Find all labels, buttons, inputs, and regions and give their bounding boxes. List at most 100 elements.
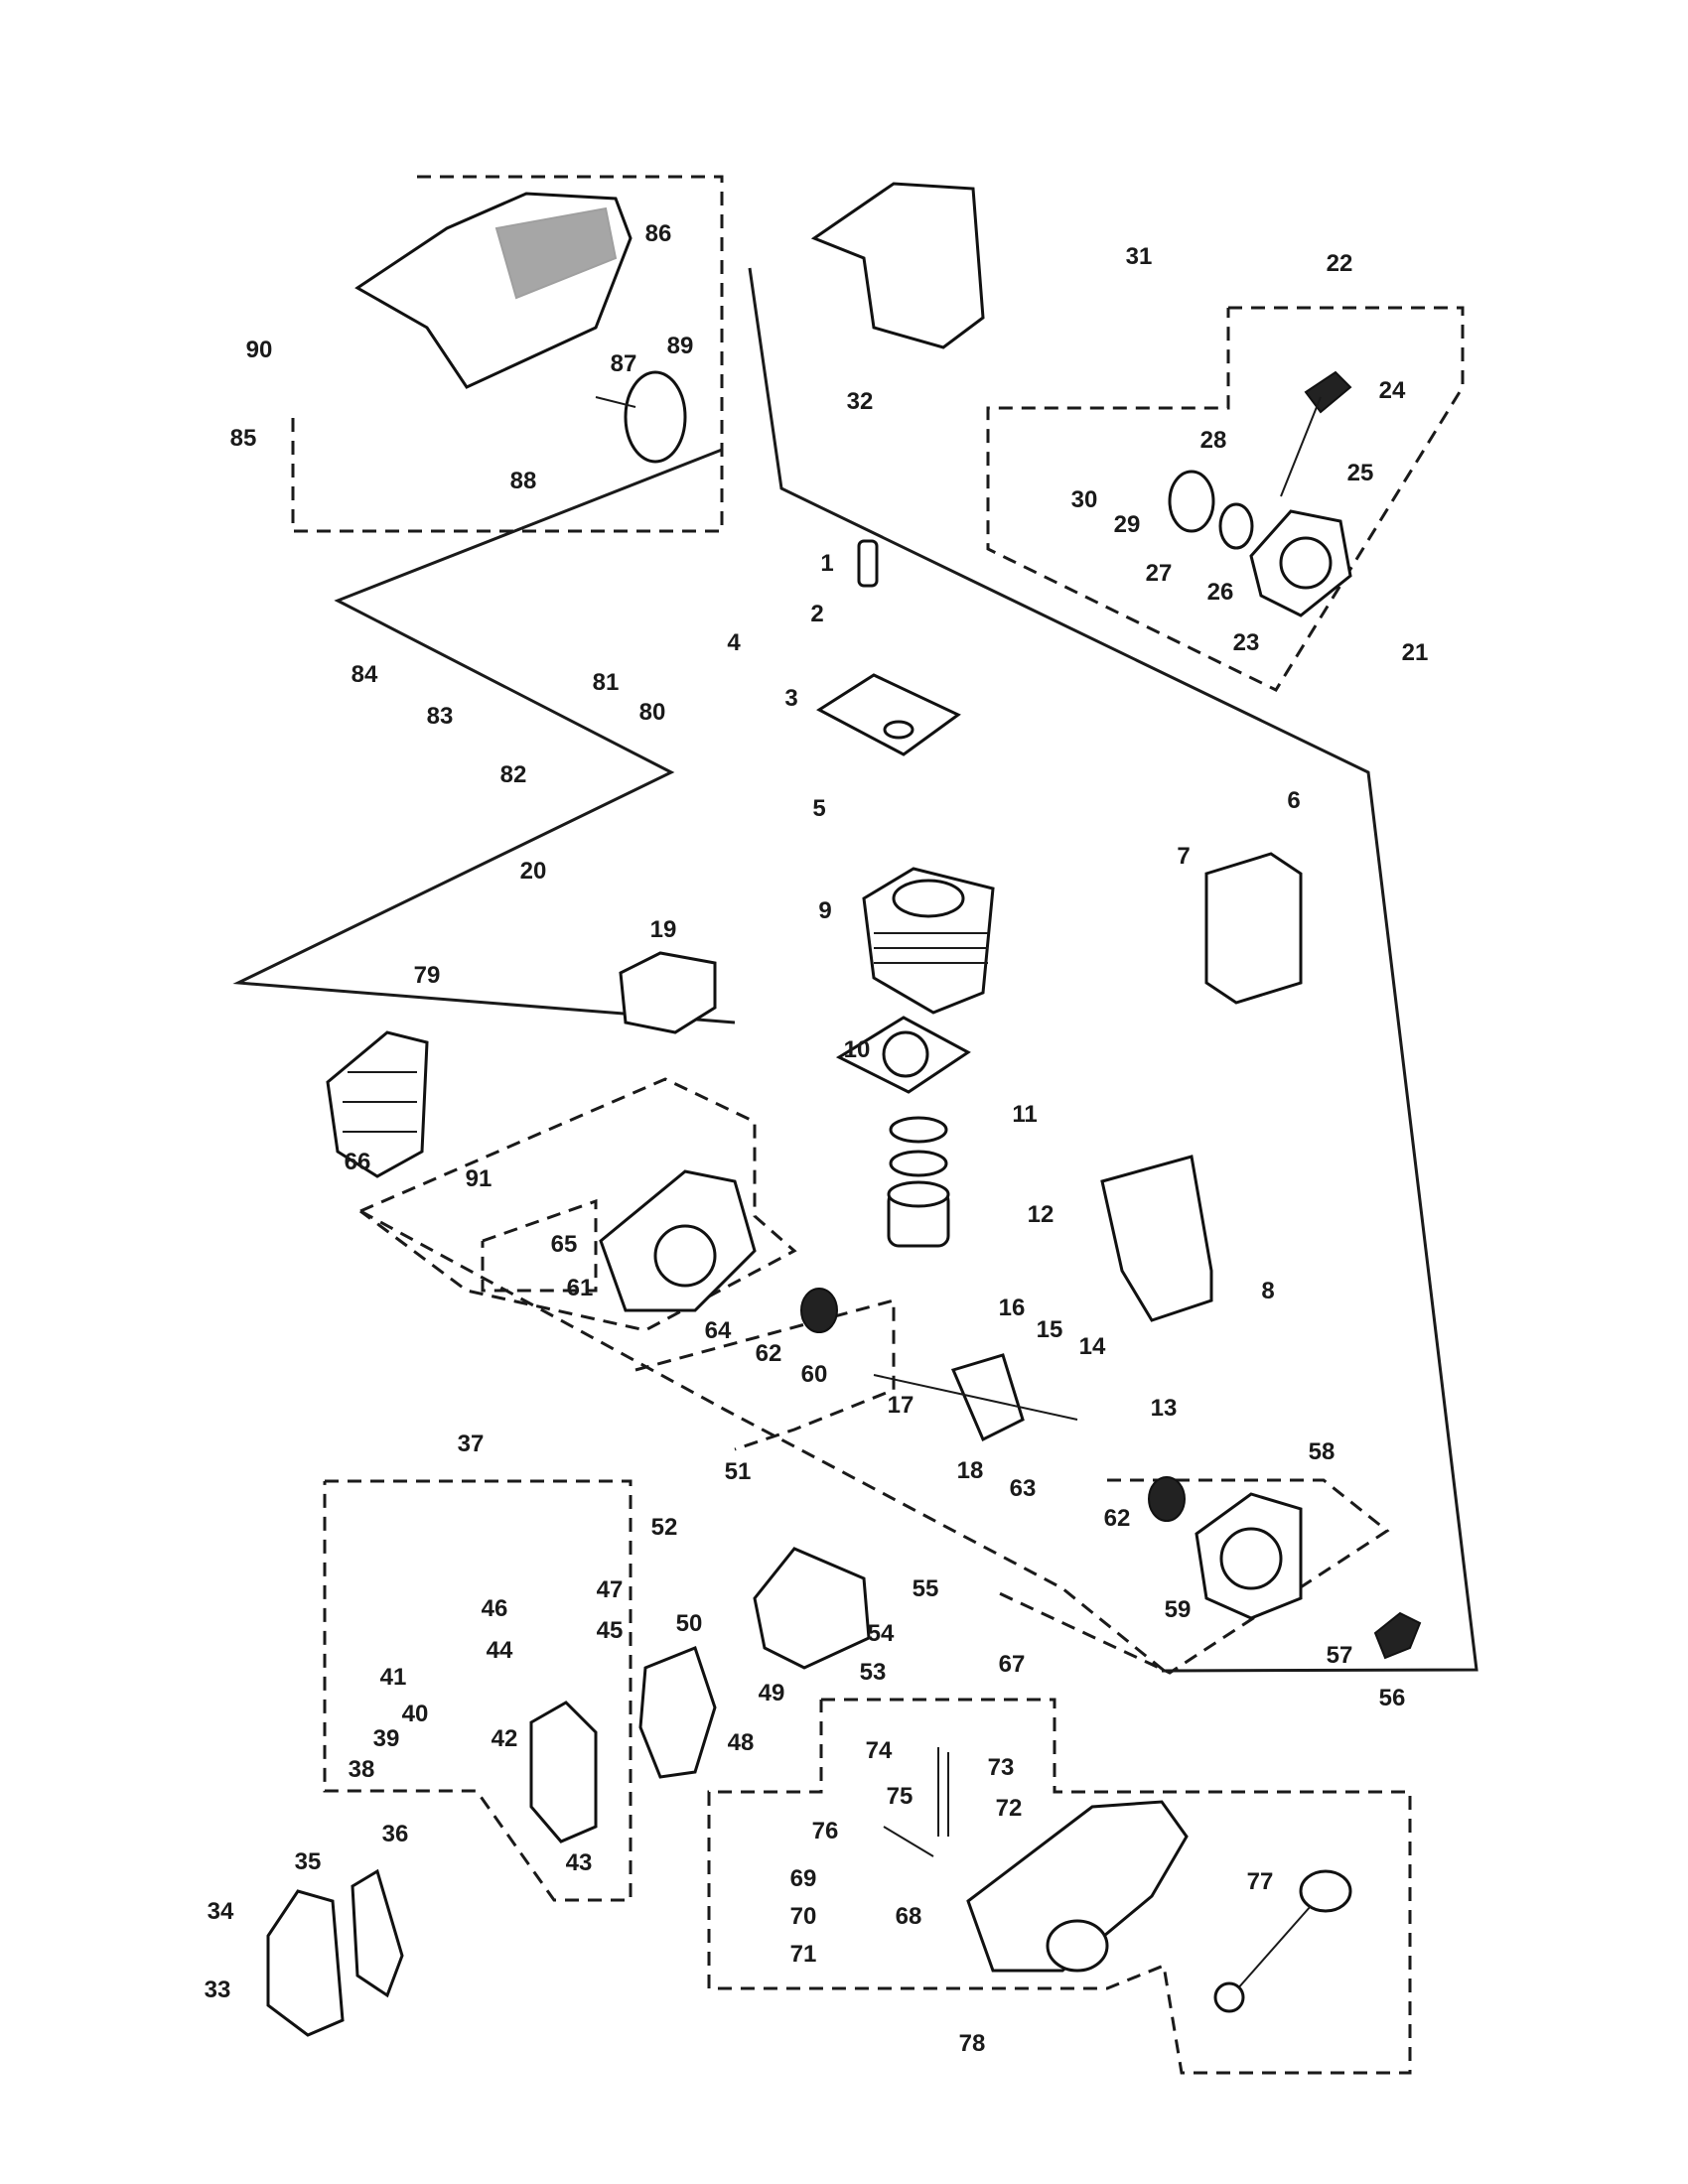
part-label-35: 35 [294,1848,322,1875]
engine-boundary [748,267,1478,1673]
part-label-44: 44 [486,1637,513,1664]
air-filter-35 [351,1868,404,1998]
part-label-83: 83 [426,703,454,730]
part-label-23: 23 [1232,629,1260,656]
part-label-22: 22 [1326,250,1353,277]
piston-12 [887,1180,950,1248]
part-label-64: 64 [704,1317,732,1344]
group-outline-22 [986,306,1465,692]
part-label-74: 74 [865,1737,893,1764]
group-outline-mid [634,1298,896,1451]
part-label-10: 10 [843,1036,871,1063]
part-label-38: 38 [348,1756,375,1783]
part-label-45: 45 [596,1617,624,1644]
pulley-28 [1168,470,1254,550]
flywheel-66 [326,1030,429,1178]
part-label-85: 85 [229,425,257,452]
part-label-29: 29 [1113,511,1141,538]
cylinder-9 [862,867,995,1015]
part-label-55: 55 [912,1575,939,1602]
starter-housing-23 [1249,509,1352,617]
cylinder-cover-3 [816,673,961,756]
group-outline-crank2 [481,1198,598,1293]
part-label-34: 34 [207,1898,234,1925]
group-outline-85 [291,175,724,533]
part-label-80: 80 [638,699,666,726]
part-label-63: 63 [1009,1475,1037,1502]
crankshaft-18 [873,1353,1078,1442]
part-label-66: 66 [344,1149,371,1175]
part-label-84: 84 [351,661,378,688]
part-label-78: 78 [958,2030,986,2057]
part-label-28: 28 [1199,427,1227,454]
part-label-1: 1 [820,550,834,577]
part-label-59: 59 [1164,1596,1192,1623]
part-label-61: 61 [566,1275,594,1301]
part-label-58: 58 [1308,1438,1336,1465]
part-label-19: 19 [649,916,677,943]
crankcase-61 [599,1169,757,1312]
group-outline-lower [359,1209,1168,1675]
part-label-53: 53 [859,1659,887,1686]
part-label-50: 50 [675,1610,703,1637]
part-label-90: 90 [245,337,273,363]
clutch-drum-89 [595,370,687,464]
crankcase-59 [1195,1492,1303,1620]
engine-cover-32 [810,182,985,349]
oil-seal-56 [1373,1611,1422,1660]
part-label-81: 81 [592,669,620,696]
part-label-42: 42 [491,1725,518,1752]
part-label-48: 48 [727,1729,755,1756]
part-label-30: 30 [1070,486,1098,513]
part-label-27: 27 [1145,560,1173,587]
part-label-15: 15 [1036,1316,1063,1343]
fuel-cap-77 [1213,1869,1352,2013]
part-label-9: 9 [818,897,832,924]
part-label-60: 60 [800,1361,828,1388]
part-label-79: 79 [413,962,441,989]
part-label-57: 57 [1326,1642,1353,1669]
part-label-39: 39 [372,1725,400,1752]
part-label-14: 14 [1078,1333,1106,1360]
heat-shield-8 [1100,1155,1213,1322]
starter-handle-24 [1280,370,1352,497]
part-label-82: 82 [499,761,527,788]
air-filter-base-43 [529,1701,598,1843]
part-label-68: 68 [895,1903,922,1930]
part-label-46: 46 [481,1595,508,1622]
part-label-62: 62 [755,1340,782,1367]
part-label-31: 31 [1125,243,1153,270]
part-label-43: 43 [565,1849,593,1876]
part-label-5: 5 [812,795,826,822]
part-label-37: 37 [457,1431,485,1457]
part-label-25: 25 [1346,460,1374,486]
part-label-89: 89 [666,333,694,359]
part-label-77: 77 [1246,1868,1274,1895]
part-label-67: 67 [998,1651,1026,1678]
part-label-8: 8 [1261,1278,1275,1304]
piston-rings-11 [889,1116,948,1177]
air-filter-cover-34 [266,1889,345,2037]
part-label-12: 12 [1027,1201,1055,1228]
part-label-62b: 62 [1103,1505,1131,1532]
bearing-62 [800,1288,1186,1522]
group-outline-67 [707,1698,1412,2075]
part-label-51: 51 [724,1458,752,1485]
part-label-70: 70 [789,1903,817,1930]
part-label-56: 56 [1378,1685,1406,1711]
part-label-87: 87 [610,350,637,377]
part-label-32: 32 [846,388,874,415]
muffler-7 [1204,852,1303,1005]
part-label-76: 76 [811,1818,839,1844]
part-label-54: 54 [867,1620,895,1647]
part-label-16: 16 [998,1295,1026,1321]
part-label-49: 49 [758,1680,785,1706]
part-label-4: 4 [727,629,741,656]
part-label-72: 72 [995,1795,1023,1822]
part-label-24: 24 [1378,377,1406,404]
fan-housing-86 [354,192,633,389]
part-label-18: 18 [956,1457,984,1484]
part-label-17: 17 [887,1392,914,1419]
part-label-26: 26 [1206,579,1234,606]
group-outline-crank [359,1077,797,1332]
